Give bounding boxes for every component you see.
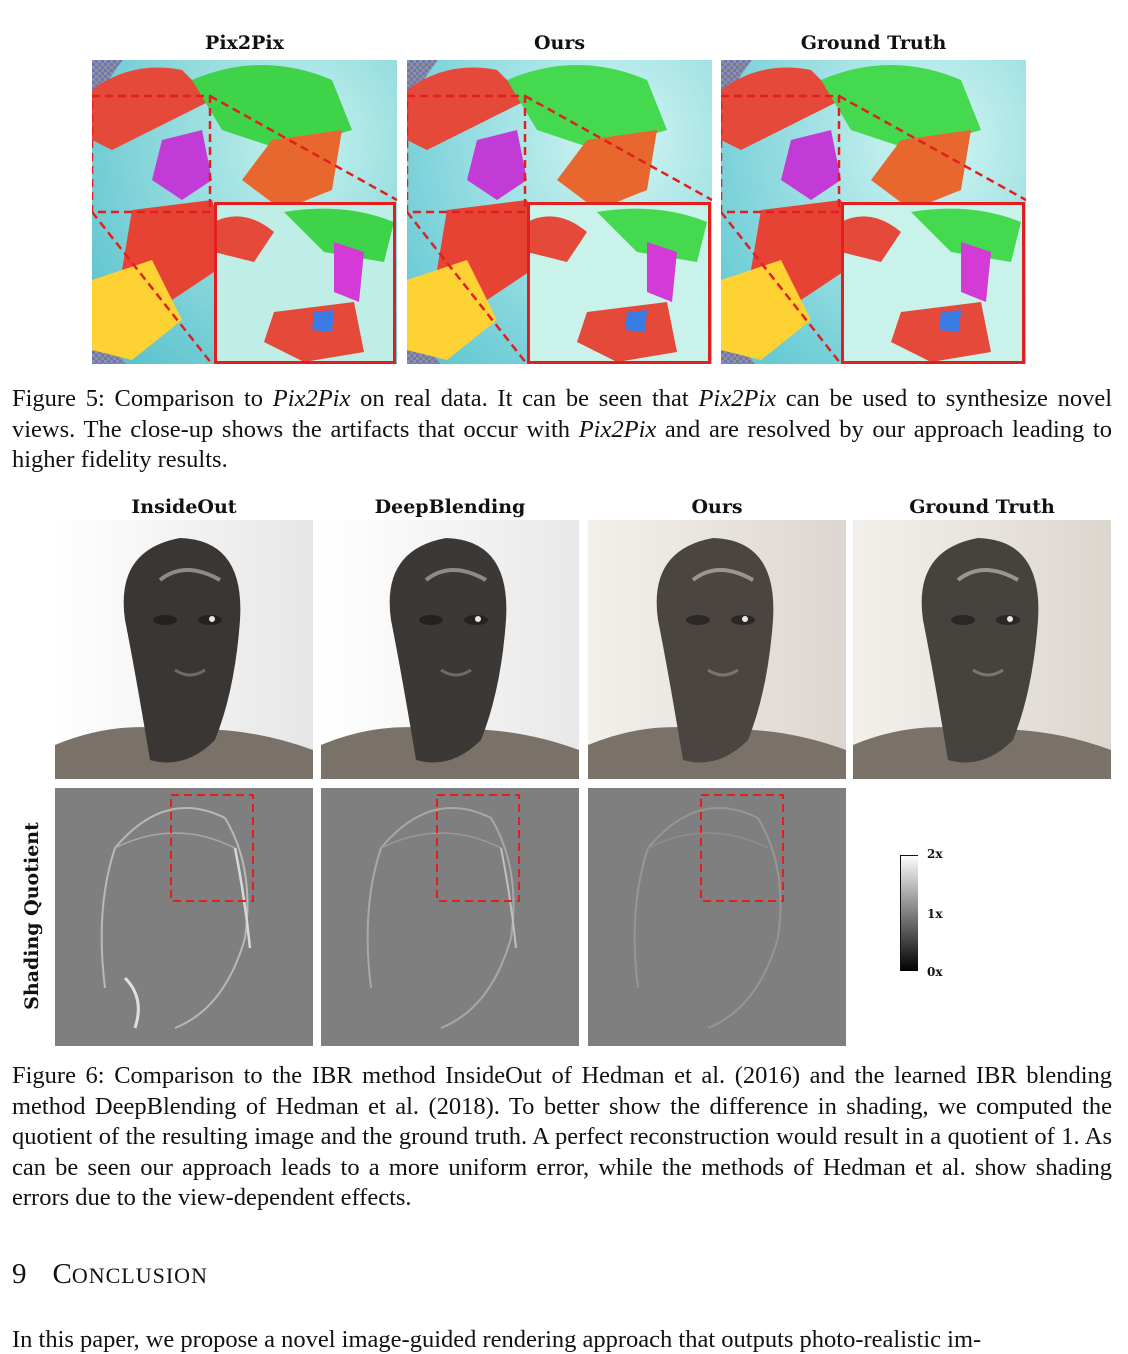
fig5-col-title-ground-truth: Ground Truth — [800, 32, 947, 54]
fig5-image-ours — [407, 60, 712, 364]
fig5-col-title-ours: Ours — [533, 32, 586, 54]
section-heading: 9Conclusion — [12, 1258, 208, 1291]
fig6-col-title-ours: Ours — [691, 496, 743, 518]
fig5-col-title-pix2pix: Pix2Pix — [205, 32, 284, 54]
colorbar-label-min: 0x — [927, 965, 943, 979]
fig6-image-ground-truth — [853, 520, 1111, 779]
fig6-quotient-insideout — [55, 788, 313, 1046]
section-number: 9 — [12, 1258, 27, 1290]
fig5-image-pix2pix — [92, 60, 397, 364]
fig5-image-ground-truth — [721, 60, 1026, 364]
fig6-col-title-deepblending: DeepBlending — [374, 496, 526, 518]
figure6-caption: Figure 6: Comparison to the IBR method I… — [12, 1062, 1112, 1211]
colorbar — [900, 855, 918, 971]
shading-quotient-row-label: Shading Quotient — [21, 822, 43, 1010]
colorbar-label-max: 2x — [927, 847, 943, 861]
fig6-image-insideout — [55, 520, 313, 779]
section-title-rest: onclusion — [71, 1263, 208, 1288]
fig6-col-title-insideout: InsideOut — [131, 496, 237, 518]
fig6-quotient-deepblending — [321, 788, 579, 1046]
fig6-col-title-ground-truth: Ground Truth — [909, 496, 1055, 518]
fig6-image-deepblending — [321, 520, 579, 779]
fig6-image-ours — [588, 520, 846, 779]
fig6-quotient-ours — [588, 788, 846, 1046]
colorbar-label-mid: 1x — [927, 907, 943, 921]
figure5-caption: Figure 5: Comparison to Pix2Pix on real … — [12, 385, 1112, 473]
body-text-first-line: In this paper, we propose a novel image-… — [12, 1326, 982, 1353]
section-title-initial: C — [52, 1258, 72, 1290]
